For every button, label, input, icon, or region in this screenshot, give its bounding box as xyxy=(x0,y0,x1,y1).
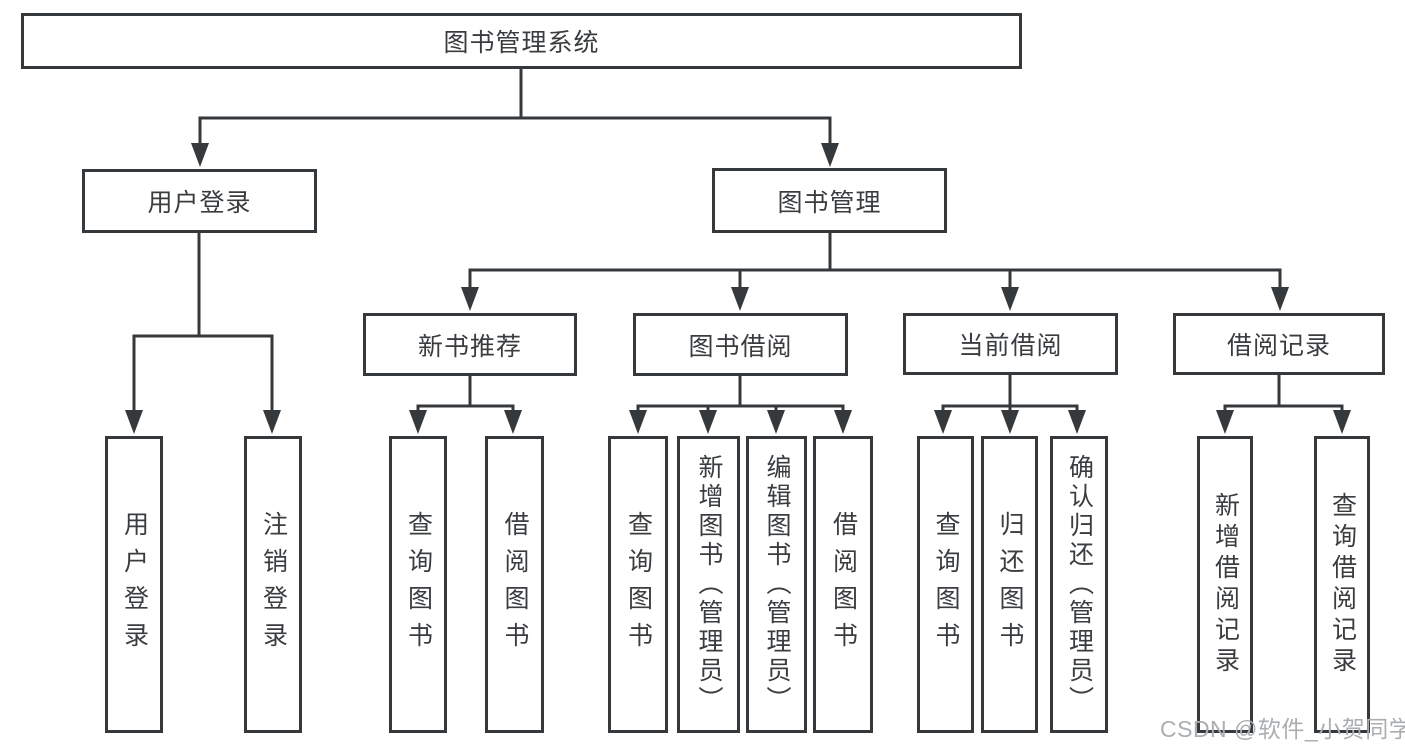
node-new-book-recommend-label: 新书推荐 xyxy=(417,332,522,361)
leaf-user-login: 用户登录 xyxy=(105,436,163,733)
node-book-management: 图书管理 xyxy=(712,168,947,233)
node-borrowing-records-label: 借阅记录 xyxy=(1226,332,1331,360)
leaf-borrow-books-borrowing-label: 借阅图书 xyxy=(829,510,858,659)
leaf-borrow-books-recommend: 借阅图书 xyxy=(485,436,544,733)
arrowhead-icons xyxy=(125,143,1351,434)
leaf-edit-books-admin: 编辑图书（管理员） xyxy=(746,436,807,733)
leaf-query-borrow-record-label: 查询借阅记录 xyxy=(1328,491,1357,678)
node-current-borrowing-label: 当前借阅 xyxy=(958,332,1063,360)
leaf-query-books-borrowing: 查询图书 xyxy=(608,436,668,733)
leaf-confirm-return-admin: 确认归还（管理员） xyxy=(1050,436,1108,733)
leaf-confirm-return-admin-label: 确认归还（管理员） xyxy=(1065,454,1094,715)
node-book-borrowing: 图书借阅 xyxy=(633,313,848,376)
node-book-management-label: 图书管理 xyxy=(777,188,882,217)
leaf-logout-label: 注销登录 xyxy=(259,510,288,659)
leaf-query-books-borrowing-label: 查询图书 xyxy=(624,510,653,659)
leaf-add-books-admin-label: 新增图书（管理员） xyxy=(695,454,723,715)
node-current-borrowing: 当前借阅 xyxy=(903,313,1118,375)
leaf-query-borrow-record: 查询借阅记录 xyxy=(1314,436,1370,733)
leaf-add-books-admin: 新增图书（管理员） xyxy=(677,436,740,733)
node-borrowing-records: 借阅记录 xyxy=(1173,313,1385,375)
node-book-borrowing-label: 图书借阅 xyxy=(688,332,793,361)
leaf-return-books-label: 归还图书 xyxy=(996,510,1024,659)
leaf-add-borrow-record-label: 新增借阅记录 xyxy=(1211,491,1240,678)
leaf-query-books-recommend-label: 查询图书 xyxy=(404,510,433,659)
leaf-query-books-recommend: 查询图书 xyxy=(389,436,447,733)
leaf-query-books-current: 查询图书 xyxy=(917,436,974,733)
leaf-borrow-books-borrowing: 借阅图书 xyxy=(813,436,873,733)
watermark-text: CSDN @软件_小贺同学 xyxy=(1160,716,1405,742)
leaf-logout: 注销登录 xyxy=(244,436,302,733)
leaf-add-borrow-record: 新增借阅记录 xyxy=(1197,436,1253,733)
leaf-user-login-label: 用户登录 xyxy=(120,510,149,659)
leaf-query-books-current-label: 查询图书 xyxy=(932,510,960,659)
leaf-edit-books-admin-label: 编辑图书（管理员） xyxy=(763,454,791,715)
connector-edges xyxy=(132,69,1344,413)
node-user-login-label: 用户登录 xyxy=(147,189,252,217)
leaf-borrow-books-recommend-label: 借阅图书 xyxy=(501,510,529,659)
node-root-label: 图书管理系统 xyxy=(443,29,600,57)
leaf-return-books: 归还图书 xyxy=(981,436,1038,733)
node-user-login: 用户登录 xyxy=(82,169,317,233)
node-root: 图书管理系统 xyxy=(21,13,1022,69)
node-new-book-recommend: 新书推荐 xyxy=(363,313,577,376)
